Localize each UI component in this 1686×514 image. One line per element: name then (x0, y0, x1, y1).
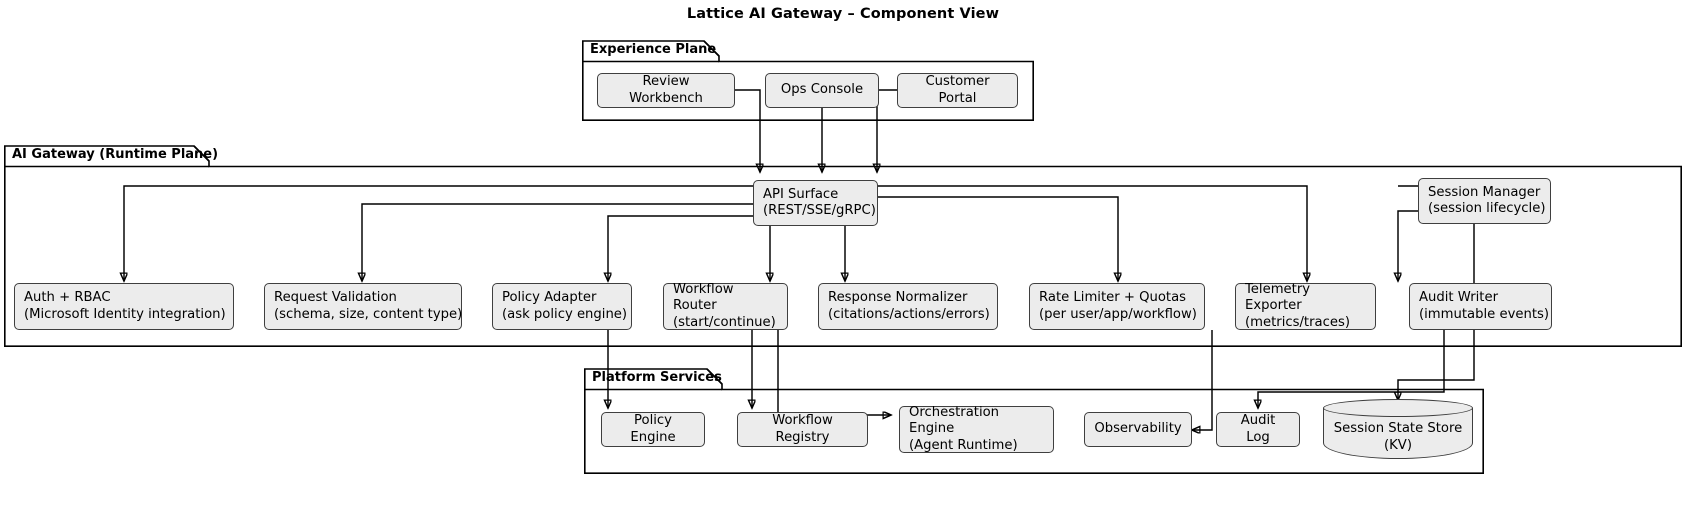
node-audit-log-line1: Audit Log (1240, 413, 1276, 445)
node-audit-writer[interactable]: Audit Writer (immutable events) (1409, 283, 1552, 330)
node-session-state-store-line2: (KV) (1384, 437, 1412, 453)
node-rate-limiter-line2: (per user/app/workflow) (1039, 306, 1197, 322)
cylinder-top (1323, 399, 1473, 417)
edge-api-to-auth-rbac (124, 185, 753, 281)
edge-api-to-telemetry-exporter (878, 185, 1307, 281)
node-policy-adapter[interactable]: Policy Adapter (ask policy engine) (492, 283, 632, 330)
node-ops-console-line1: Ops Console (780, 82, 864, 98)
node-rate-limiter-line1: Rate Limiter + Quotas (1039, 290, 1187, 305)
node-auth-rbac-line1: Auth + RBAC (24, 290, 111, 305)
node-ops-console[interactable]: Ops Console (765, 73, 879, 108)
package-experience-plane: Experience Plane (582, 40, 1034, 121)
node-policy-adapter-line2: (ask policy engine) (502, 306, 628, 322)
node-policy-engine[interactable]: Policy Engine (601, 412, 705, 447)
node-api-surface-line1: API Surface (763, 186, 839, 202)
node-workflow-router-line1: Workflow Router (673, 281, 734, 314)
package-label-platform-services: Platform Services (592, 370, 722, 385)
package-label-experience-plane: Experience Plane (590, 42, 717, 57)
experience-plane-frame (582, 40, 1034, 121)
node-review-workbench[interactable]: Review Workbench (597, 73, 735, 108)
node-session-state-store-line1: Session State Store (1333, 421, 1463, 436)
node-session-manager-line2: (session lifecycle) (1428, 201, 1546, 216)
node-auth-rbac[interactable]: Auth + RBAC (Microsoft Identity integrat… (14, 283, 234, 330)
node-workflow-registry[interactable]: Workflow Registry (737, 412, 868, 447)
edge-audit-writer-to-audit-log (1258, 330, 1445, 408)
node-audit-writer-line1: Audit Writer (1419, 290, 1499, 305)
node-auth-rbac-line2: (Microsoft Identity integration) (24, 306, 226, 322)
package-runtime-plane: AI Gateway (Runtime Plane) (4, 145, 1682, 347)
node-orchestration-engine-line1: Orchestration Engine (909, 404, 1000, 437)
edge-customer-portal-to-api (877, 89, 897, 172)
node-customer-portal[interactable]: Customer Portal (897, 73, 1018, 108)
edge-api-to-request-validation (362, 203, 753, 281)
node-session-state-store-label: Session State Store (KV) (1323, 421, 1473, 454)
node-orchestration-engine-line2: (Agent Runtime) (909, 437, 1018, 453)
node-policy-engine-line1: Policy Engine (630, 413, 676, 445)
node-response-normalizer[interactable]: Response Normalizer (citations/actions/e… (818, 283, 998, 330)
node-customer-portal-line1: Customer Portal (925, 74, 990, 106)
node-audit-writer-line2: (immutable events) (1419, 306, 1550, 322)
node-request-validation-line2: (schema, size, content type) (274, 306, 463, 322)
node-workflow-router-line2: (start/continue) (673, 314, 776, 330)
node-api-surface-line2: (REST/SSE/gRPC) (763, 203, 876, 218)
node-response-normalizer-line1: Response Normalizer (828, 290, 968, 305)
edge-api-to-rate-limiter (878, 196, 1118, 281)
runtime-plane-frame (4, 145, 1682, 347)
node-request-validation-line1: Request Validation (274, 290, 397, 305)
node-api-surface[interactable]: API Surface (REST/SSE/gRPC) (753, 180, 878, 226)
edge-api-to-policy-adapter (608, 215, 753, 281)
edge-review-workbench-to-api (735, 89, 760, 172)
edge-telemetry-exporter-to-observability (1192, 330, 1213, 430)
node-session-state-store[interactable]: Session State Store (KV) (1323, 399, 1473, 459)
node-audit-log[interactable]: Audit Log (1216, 412, 1300, 447)
node-session-manager-line1: Session Manager (1428, 184, 1541, 200)
node-telemetry-exporter-line2: (metrics/traces) (1245, 314, 1350, 330)
node-observability[interactable]: Observability (1084, 412, 1192, 447)
node-telemetry-exporter-line1: Telemetry Exporter (1245, 281, 1311, 314)
edge-workflow-router-to-orchestration-engine (777, 330, 891, 415)
node-rate-limiter[interactable]: Rate Limiter + Quotas (per user/app/work… (1029, 283, 1205, 330)
node-orchestration-engine[interactable]: Orchestration Engine (Agent Runtime) (899, 404, 1054, 453)
node-workflow-router[interactable]: Workflow Router (start/continue) (663, 281, 788, 330)
diagram-title: Lattice AI Gateway – Component View (686, 6, 1000, 22)
edge-session-manager-to-audit-writer (1398, 210, 1418, 281)
node-observability-line1: Observability (1094, 421, 1182, 437)
node-policy-adapter-line1: Policy Adapter (502, 290, 597, 305)
node-review-workbench-line1: Review Workbench (629, 74, 703, 106)
package-label-runtime-plane: AI Gateway (Runtime Plane) (12, 147, 219, 162)
node-session-manager[interactable]: Session Manager (session lifecycle) (1418, 178, 1551, 224)
node-response-normalizer-line2: (citations/actions/errors) (828, 306, 990, 322)
node-telemetry-exporter[interactable]: Telemetry Exporter (metrics/traces) (1235, 281, 1376, 330)
node-request-validation[interactable]: Request Validation (schema, size, conten… (264, 283, 462, 330)
node-workflow-registry-line1: Workflow Registry (772, 413, 833, 445)
